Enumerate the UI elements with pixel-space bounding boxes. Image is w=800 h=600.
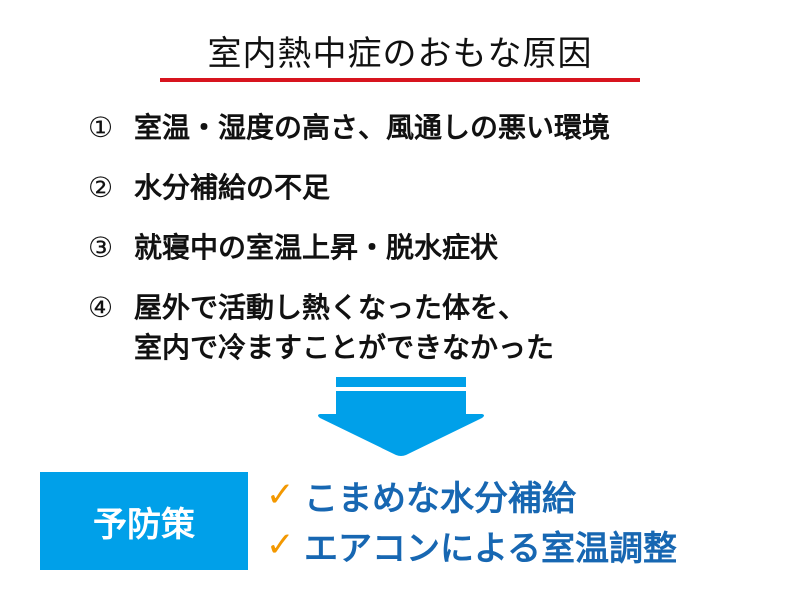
prevention-label-box: 予防策 [40, 472, 248, 570]
cause-item: ① 室温・湿度の高さ、風通しの悪い環境 [88, 108, 610, 148]
page-title: 室内熱中症のおもな原因 [207, 34, 593, 74]
title-underline [160, 78, 640, 82]
cause-text: 室温・湿度の高さ、風通しの悪い環境 [134, 111, 611, 144]
cause-text: 就寝中の室温上昇・脱水症状 [134, 231, 499, 264]
causes-list: ① 室温・湿度の高さ、風通しの悪い環境 ② 水分補給の不足 ③ 就寝中の室温上昇… [88, 108, 610, 388]
cause-number: ③ [88, 231, 114, 264]
cause-text: 水分補給の不足 [134, 171, 331, 204]
down-arrow-icon [318, 377, 484, 456]
prevention-label: 予防策 [93, 504, 195, 545]
cause-text: 屋外で活動し熱くなった体を、 室内で冷ますことができなかった [134, 291, 555, 364]
prevention-text: こまめな水分補給 [304, 478, 576, 519]
prevention-item: ✓ エアコンによる室温調整 [266, 520, 677, 570]
cause-item: ② 水分補給の不足 [88, 168, 610, 208]
check-icon: ✓ [266, 475, 295, 515]
cause-item: ③ 就寝中の室温上昇・脱水症状 [88, 228, 610, 268]
prevention-text: エアコンによる室温調整 [304, 528, 677, 569]
cause-number: ④ [88, 291, 114, 324]
cause-number: ① [88, 111, 114, 144]
cause-item: ④ 屋外で活動し熱くなった体を、 室内で冷ますことができなかった [88, 288, 610, 368]
cause-number: ② [88, 171, 114, 204]
prevention-list: ✓ こまめな水分補給 ✓ エアコンによる室温調整 [266, 470, 677, 570]
prevention-item: ✓ こまめな水分補給 [266, 470, 677, 520]
check-icon: ✓ [266, 525, 295, 565]
